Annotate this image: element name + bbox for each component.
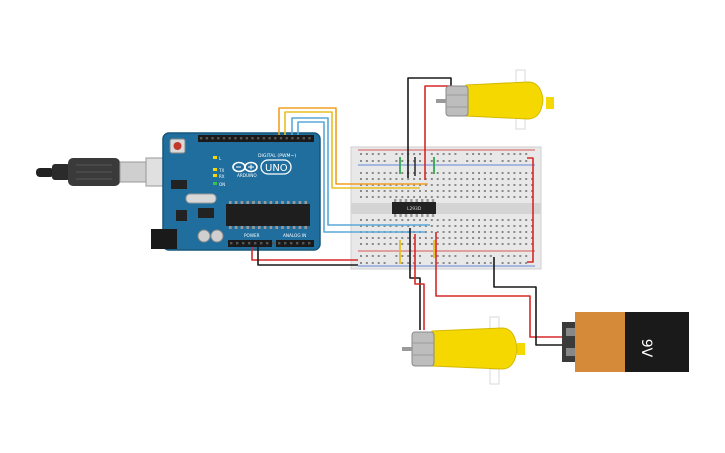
wire-rail-right-red xyxy=(527,157,534,263)
arduino-uno-board: DIGITAL (PWM~) TX RX L ON ARDUINO UNO PO… xyxy=(151,132,321,251)
usb-cable xyxy=(36,157,171,187)
atmega-chip xyxy=(226,204,310,226)
power-label: POWER xyxy=(244,233,260,238)
wire-orange-1 xyxy=(278,107,428,185)
wire-arduino-red xyxy=(251,247,358,261)
rx-label: RX xyxy=(219,174,225,179)
wire-battery-black xyxy=(493,257,562,346)
wire-arduino-black xyxy=(257,247,358,266)
battery-label: 9V xyxy=(638,339,654,358)
dc-motor-top xyxy=(436,69,554,130)
wire-blue-1 xyxy=(291,117,430,226)
digital-header xyxy=(198,135,314,142)
dc-motor-bottom xyxy=(402,316,525,385)
wires xyxy=(251,77,562,346)
wire-orange-2 xyxy=(284,111,420,189)
analog-header xyxy=(276,240,314,247)
battery-9v: 9V xyxy=(562,312,689,372)
on-label: ON xyxy=(219,182,225,187)
arduino-logo-text: ARDUINO xyxy=(237,173,257,178)
tx-label: TX xyxy=(218,168,224,173)
analog-label: ANALOG IN xyxy=(283,233,306,238)
digital-label: DIGITAL (PWM~) xyxy=(258,153,296,159)
arduino-logo-icon xyxy=(232,161,258,173)
wire-blue-2 xyxy=(297,121,425,233)
wire-bottom-motor-red xyxy=(414,234,425,330)
wire-top-motor-black xyxy=(407,77,452,178)
l293d-driver-chip: L293D xyxy=(392,199,436,217)
driver-ic-label: L293D xyxy=(407,206,422,212)
l-label: L xyxy=(219,156,222,161)
wire-battery-red xyxy=(435,232,562,338)
power-jack xyxy=(151,229,177,249)
breadboard xyxy=(350,146,542,270)
uno-label: UNO xyxy=(265,163,288,174)
